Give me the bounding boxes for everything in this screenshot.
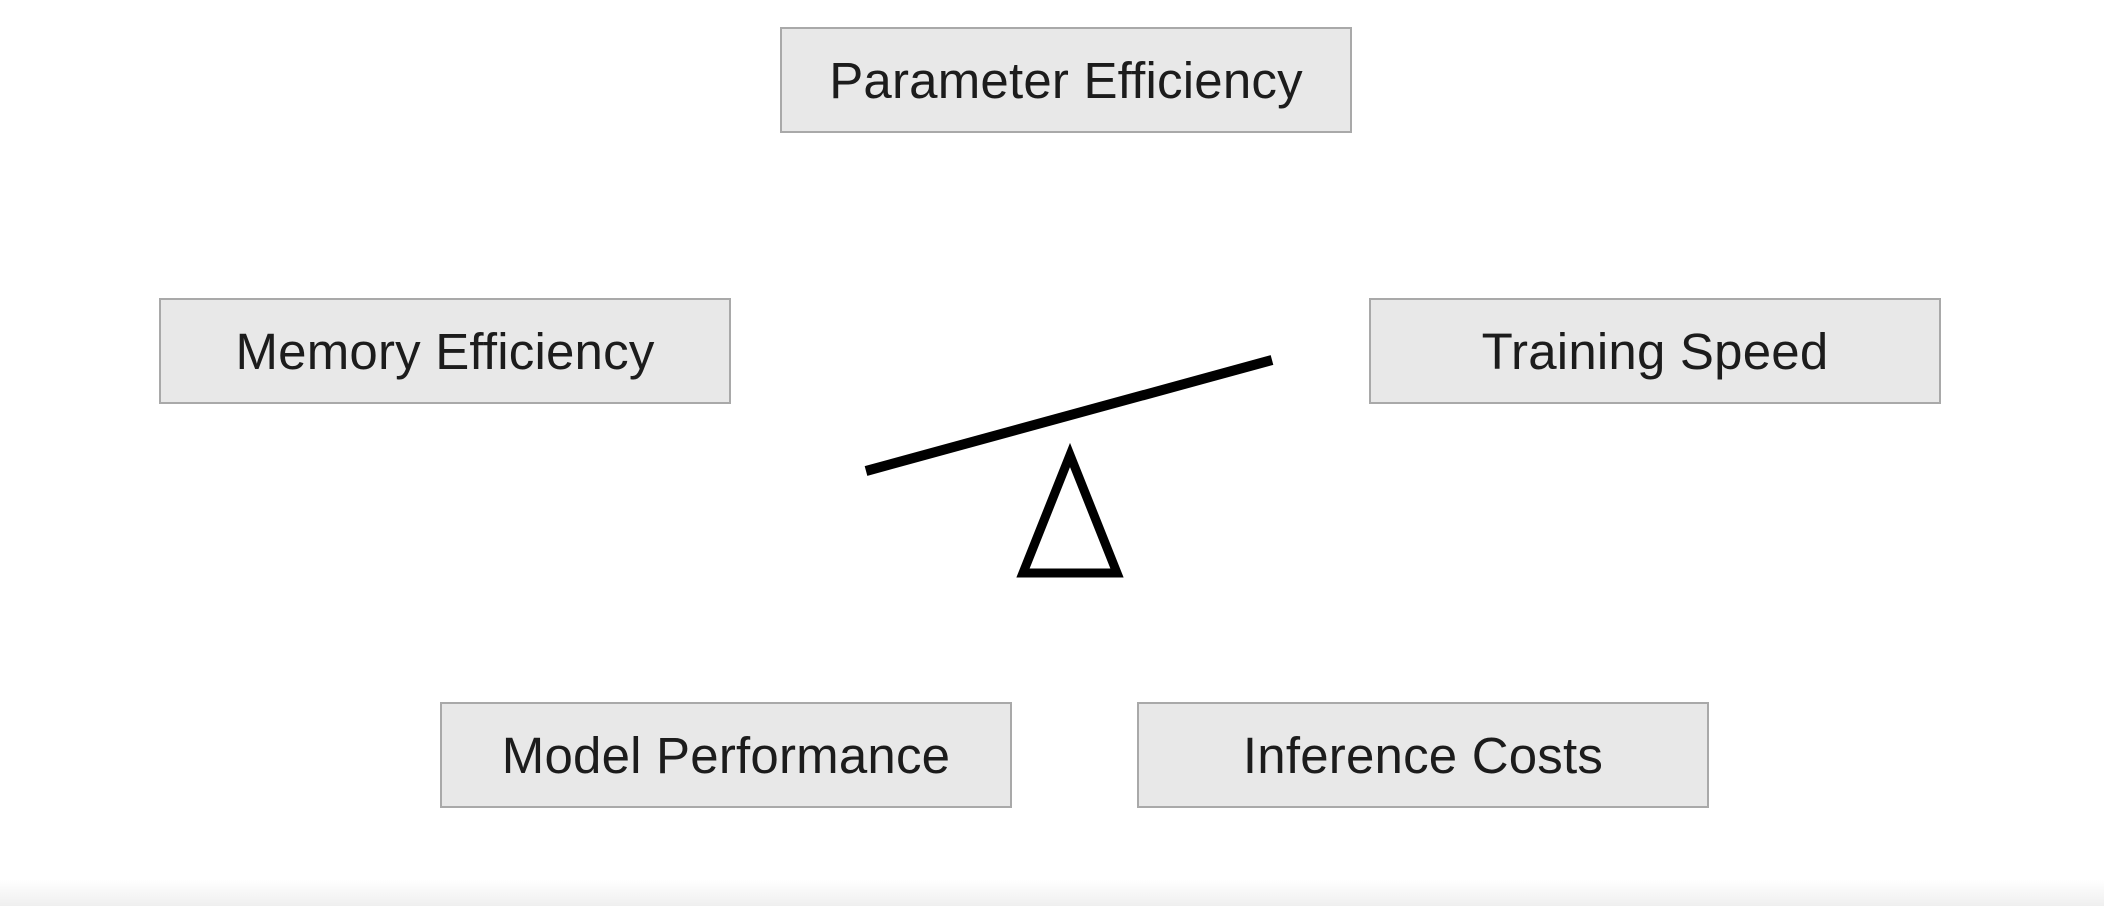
parameter-efficiency-label: Parameter Efficiency (829, 51, 1303, 109)
inference-costs-box: Inference Costs (1137, 702, 1709, 808)
bottom-edge (0, 880, 2104, 906)
training-speed-box: Training Speed (1369, 298, 1941, 404)
training-speed-label: Training Speed (1481, 322, 1829, 380)
model-performance-box: Model Performance (440, 702, 1012, 808)
memory-efficiency-label: Memory Efficiency (235, 322, 655, 380)
model-performance-label: Model Performance (501, 726, 951, 784)
scale-beam (864, 355, 1274, 476)
scale-fulcrum (1016, 442, 1124, 578)
inference-costs-label: Inference Costs (1242, 726, 1604, 784)
memory-efficiency-box: Memory Efficiency (159, 298, 731, 404)
parameter-efficiency-box: Parameter Efficiency (780, 27, 1352, 133)
